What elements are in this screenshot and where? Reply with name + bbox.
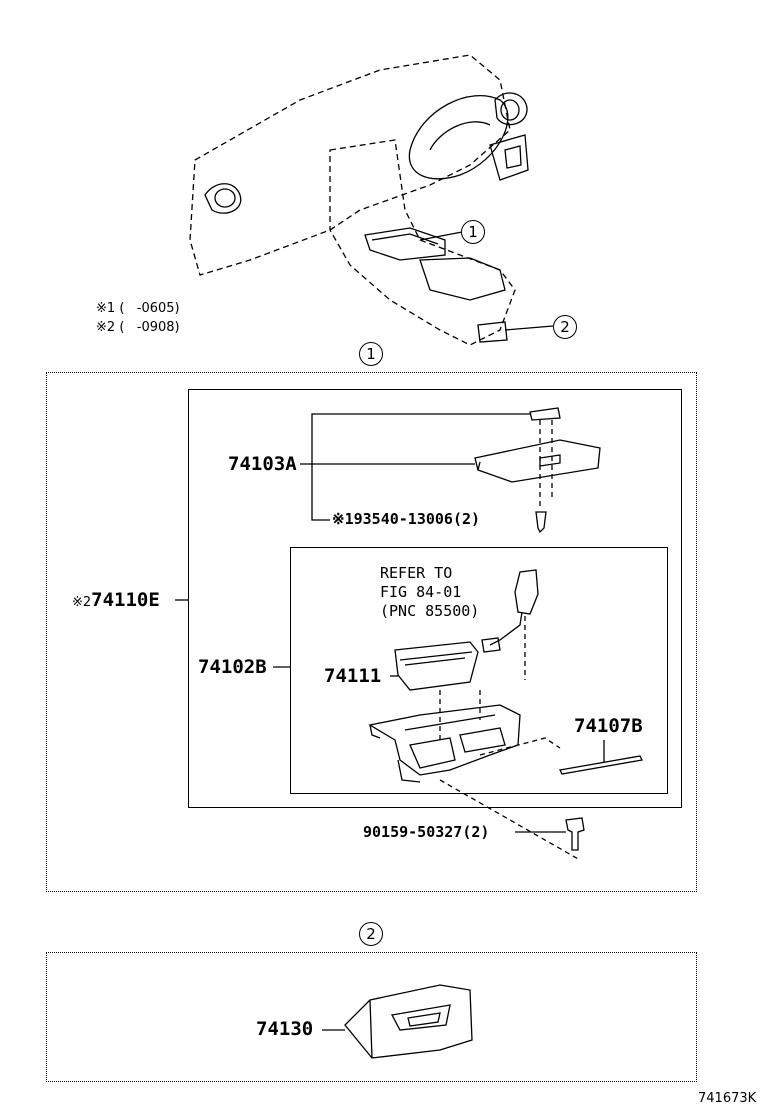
callout-2-marker: 2 xyxy=(553,315,577,339)
section-1-frame xyxy=(46,372,697,892)
section-1-marker: 1 xyxy=(359,342,383,366)
console-lid xyxy=(419,257,506,301)
note-1-mark: ※1 xyxy=(96,301,116,316)
part-74111-pocket xyxy=(394,641,479,691)
dashboard-outline xyxy=(189,54,511,276)
part-74130-pocket xyxy=(344,984,473,1059)
label-74110e-number: 74110E xyxy=(91,589,160,611)
console-panel xyxy=(364,227,446,261)
label-74107b: 74107B xyxy=(574,715,643,737)
part-screw-top xyxy=(535,511,547,534)
part-bolt xyxy=(565,817,585,851)
refer-line-2: FIG 84-01 xyxy=(380,583,462,601)
part-clip xyxy=(529,407,561,421)
callout-1-marker: 1 xyxy=(461,220,485,244)
console-outline xyxy=(329,139,516,346)
label-90159: 90159-50327(2) xyxy=(363,823,490,841)
part-74107b-strip xyxy=(559,755,643,775)
label-74103a: 74103A xyxy=(228,453,297,475)
instrument-panel xyxy=(489,134,529,181)
refer-line-1: REFER TO xyxy=(380,564,453,582)
label-74102b: 74102B xyxy=(198,656,267,678)
section-2-frame xyxy=(46,952,697,1082)
label-74111: 74111 xyxy=(324,665,382,687)
note-1-text: ( -0605) xyxy=(119,301,180,316)
assembly-74110e-frame xyxy=(188,389,682,808)
label-93540: ※193540-13006(2) xyxy=(332,510,481,528)
label-74110e-mark: ※2 xyxy=(72,595,92,610)
figure-code: 741673K xyxy=(698,1091,757,1106)
note-1: ※1 ( -0605) xyxy=(96,302,180,315)
steering-wheel xyxy=(408,95,509,180)
dashboard-vent-right xyxy=(494,92,528,126)
dashboard-vent-left xyxy=(204,183,242,214)
console-rear-pocket xyxy=(477,321,508,343)
label-74130: 74130 xyxy=(256,1018,314,1040)
note-2: ※2 ( -0908) xyxy=(96,321,180,334)
part-shift-knob xyxy=(514,569,539,615)
label-74110e: ※274110E xyxy=(72,591,160,610)
refer-line-3: (PNC 85500) xyxy=(380,602,480,620)
part-bracket xyxy=(368,704,521,776)
note-2-text: ( -0908) xyxy=(119,320,180,335)
assembly-74102b-frame xyxy=(290,547,668,794)
note-2-mark: ※2 xyxy=(96,320,116,335)
section-2-marker: 2 xyxy=(359,922,383,946)
